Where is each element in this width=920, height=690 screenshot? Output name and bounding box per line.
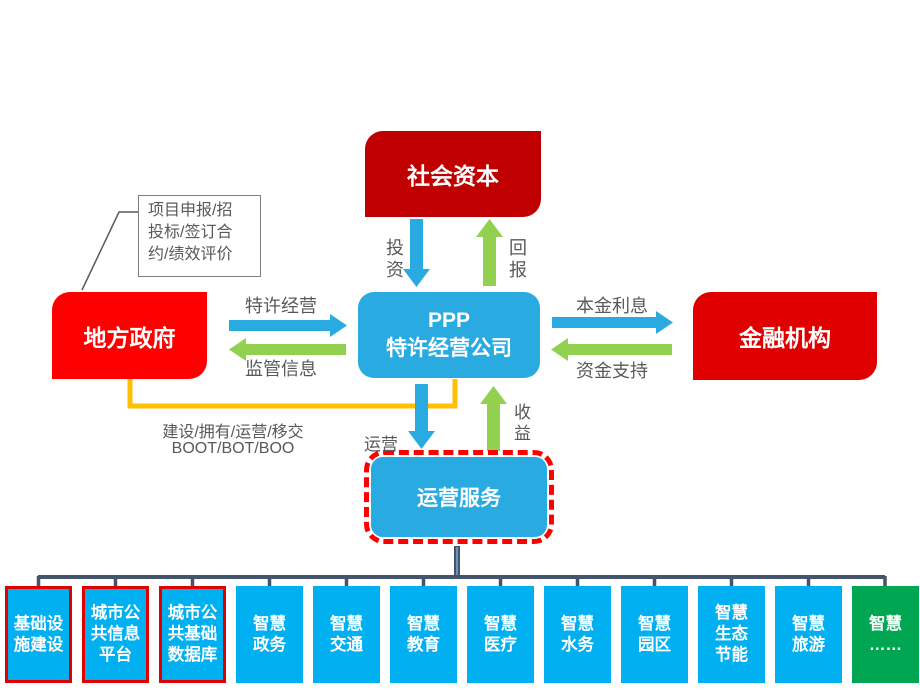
bottom-box-line: 基础设 <box>13 614 64 633</box>
edge-label-reward: 回报 <box>507 238 527 282</box>
bottom-box-line: 智慧 <box>484 614 517 633</box>
bottom-box-line: …… <box>869 635 902 654</box>
edge-label-income: 收益 <box>511 403 530 445</box>
bottom-box-line: 智慧 <box>330 614 363 633</box>
bottom-box-smart-transport: 智慧 交通 <box>313 586 380 683</box>
callout-leader-line <box>81 211 138 291</box>
edge-label-boot-mode: 建设/拥有/运营/移交 <box>162 424 304 441</box>
callout-box: 项目申报/招 投标/签订合 约/绩效评价 <box>138 195 261 277</box>
node-operation-service-label: 运营服务 <box>417 487 501 510</box>
node-local-government: 地方政府 <box>52 292 207 379</box>
bottom-box-line: 智慧 <box>407 614 440 633</box>
bottom-box-line: 智慧 <box>715 604 748 622</box>
arrow-funding-support <box>551 338 672 361</box>
arrow-principal-interest <box>552 311 673 334</box>
tree-stubs <box>36 576 887 587</box>
bottom-box-smart-government: 智慧 政务 <box>236 586 303 683</box>
arrow-income <box>480 386 507 451</box>
callout-line: 约/绩效评价 <box>148 246 233 263</box>
bottom-box-line: 生态 <box>715 625 748 643</box>
node-social-capital-label: 社会资本 <box>407 163 499 189</box>
bottom-box-line: 园区 <box>638 635 671 654</box>
node-social-capital: 社会资本 <box>365 131 541 217</box>
bottom-box-public-database: 城市公 共基础 数据库 <box>159 586 226 683</box>
bottom-box-smart-education: 智慧 教育 <box>390 586 457 683</box>
bottom-box-smart-medical: 智慧 医疗 <box>467 586 534 683</box>
bottom-box-smart-water: 智慧 水务 <box>544 586 611 683</box>
bottom-box-line: 智慧 <box>561 614 594 633</box>
bottom-box-line: 共信息 <box>90 625 141 643</box>
bottom-box-smart-eco-energy: 智慧 生态 节能 <box>698 586 765 683</box>
bottom-box-line: 智慧 <box>869 614 902 633</box>
bottom-box-infrastructure: 基础设 施建设 <box>5 586 72 683</box>
bottom-box-line: 节能 <box>715 646 748 664</box>
bottom-box-line: 施建设 <box>13 635 64 654</box>
edge-label-invest: 投资 <box>384 238 404 282</box>
edge-label-franchise: 特许经营 <box>245 296 317 316</box>
bottom-box-line: 城市公 <box>90 604 141 622</box>
arrow-reward <box>476 219 503 286</box>
bottom-box-line: 数据库 <box>167 646 218 664</box>
bottom-box-smart-more: 智慧 …… <box>852 586 919 683</box>
bottom-box-line: 共基础 <box>167 625 218 643</box>
arrow-invest <box>403 219 430 287</box>
node-ppp-company-line2: 特许经营公司 <box>386 337 512 360</box>
bottom-box-line: 水务 <box>561 635 594 654</box>
bottom-box-line: 教育 <box>407 635 440 654</box>
bottom-box-line: 智慧 <box>638 614 671 633</box>
arrow-franchise <box>229 314 347 337</box>
arrow-operate <box>408 384 435 449</box>
edge-label-supervision: 监管信息 <box>245 359 317 379</box>
node-local-government-label: 地方政府 <box>83 324 176 351</box>
bottom-box-line: 智慧 <box>792 614 825 633</box>
edge-label-principal-interest: 本金利息 <box>576 296 648 316</box>
node-financial-institution-label: 金融机构 <box>739 325 831 351</box>
node-ppp-company: PPP 特许经营公司 <box>358 292 540 378</box>
bottom-box-smart-park: 智慧 园区 <box>621 586 688 683</box>
bottom-box-line: 旅游 <box>792 635 825 654</box>
bottom-box-public-info-platform: 城市公 共信息 平台 <box>82 586 149 683</box>
edge-label-boot-abbr: BOOT/BOT/BOO <box>171 440 295 457</box>
bottom-box-line: 交通 <box>330 635 363 654</box>
bottom-box-line: 政务 <box>253 635 286 654</box>
edge-label-funding-support: 资金支持 <box>576 361 648 381</box>
node-operation-service-inner: 运营服务 <box>371 457 547 537</box>
node-ppp-company-line1: PPP <box>427 309 471 332</box>
edge-label-operate: 运营 <box>364 435 398 454</box>
bottom-box-smart-tourism: 智慧 旅游 <box>775 586 842 683</box>
bottom-box-line: 医疗 <box>484 635 517 654</box>
bottom-box-line: 平台 <box>99 646 132 664</box>
bottom-box-line: 智慧 <box>253 614 286 633</box>
yellow-boot-connector <box>127 379 458 409</box>
callout-line: 项目申报/招 <box>148 202 233 219</box>
callout-line: 投标/签订合 <box>148 224 233 241</box>
node-financial-institution: 金融机构 <box>693 292 877 380</box>
arrow-supervision <box>229 338 346 361</box>
node-operation-service: 运营服务 <box>364 450 554 544</box>
bottom-box-line: 城市公 <box>167 604 218 622</box>
